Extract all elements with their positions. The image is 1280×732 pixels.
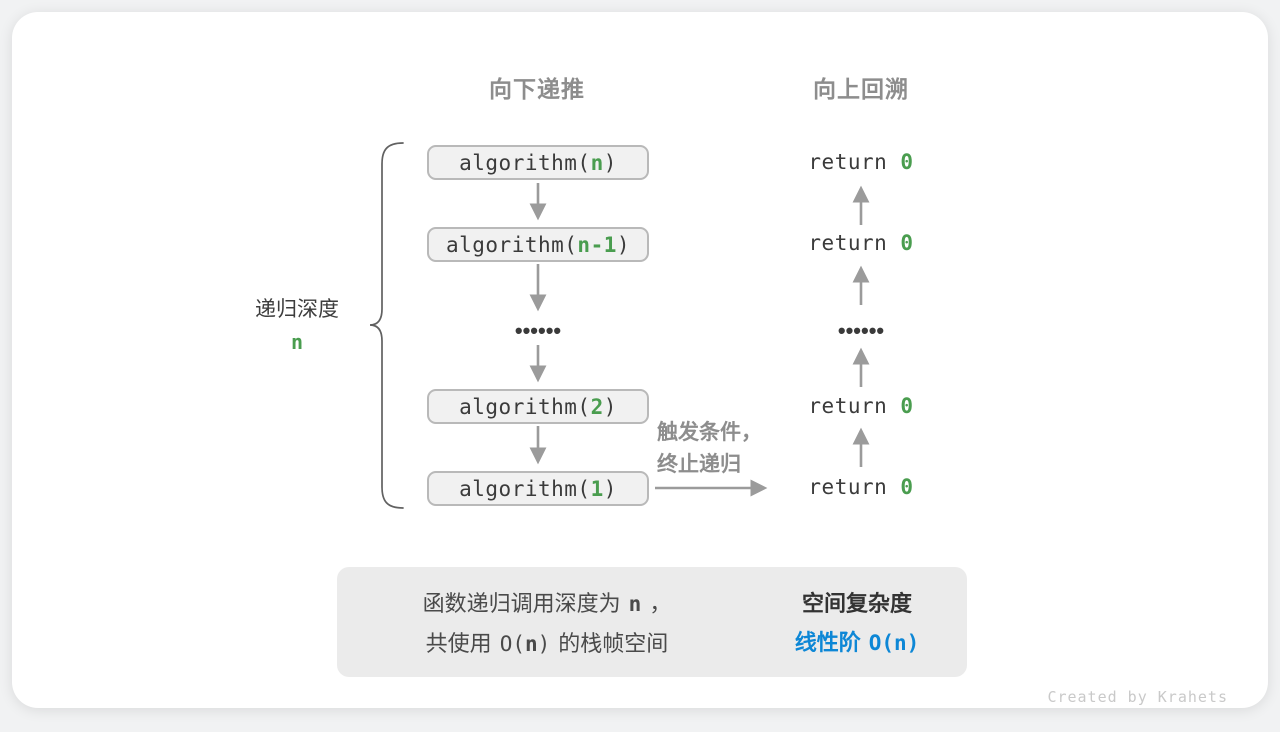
- depth-value: n: [290, 330, 304, 354]
- summary-line2: 共使用 O(n) 的栈帧空间: [362, 624, 732, 664]
- summary-text: 函数递归调用深度为: [422, 591, 621, 616]
- call-arg: 2: [590, 394, 604, 419]
- ellipsis-middle: ••••••: [514, 318, 562, 343]
- return-statement: return 0: [761, 150, 961, 174]
- call-box-n: algorithm(n): [427, 145, 649, 180]
- column-header-descend: 向下递推: [489, 76, 585, 102]
- return-value: 0: [900, 394, 914, 418]
- return-statement: return 0: [761, 394, 961, 418]
- space-complexity-value: 线性阶 O(n): [762, 623, 952, 663]
- summary-text: 共使用: [425, 631, 492, 656]
- call-text: algorithm(: [445, 232, 578, 257]
- return-value: 0: [900, 475, 914, 499]
- call-box-1: algorithm(1): [427, 471, 649, 506]
- summary-expr: O(: [499, 632, 525, 656]
- ellipsis-right: ••••••: [837, 318, 885, 343]
- summary-expr: ): [537, 632, 551, 656]
- space-complexity-title: 空间复杂度: [801, 591, 912, 616]
- call-text: ): [603, 476, 617, 501]
- summary-var: n: [628, 592, 642, 616]
- recursion-depth-label: 递归深度 n: [217, 293, 377, 354]
- call-box-n-1: algorithm(n-1): [427, 227, 649, 262]
- terminate-condition-line2: 终止递归: [657, 453, 741, 476]
- call-text: ): [616, 232, 631, 257]
- summary-text: 的栈帧空间: [558, 631, 669, 656]
- call-arg: n-1: [577, 232, 617, 257]
- complexity-order-label: 线性阶: [794, 630, 861, 655]
- complexity-var: n: [894, 631, 907, 655]
- call-box-2: algorithm(2): [427, 389, 649, 424]
- call-text: ): [603, 394, 617, 419]
- summary-text: ，: [649, 591, 672, 616]
- diagram-card: 向下递推 向上回溯 递归深度 n: [12, 12, 1268, 708]
- summary-line1: 函数递归调用深度为 n ，: [362, 584, 732, 624]
- return-keyword: return: [808, 475, 901, 499]
- return-value: 0: [900, 231, 914, 255]
- column-header-ascend: 向上回溯: [813, 76, 909, 102]
- call-text: ): [603, 150, 617, 175]
- terminate-condition-label: 触发条件， 终止递归: [657, 417, 762, 481]
- summary-var: n: [524, 632, 538, 656]
- return-keyword: return: [808, 150, 901, 174]
- summary-conclusion: 空间复杂度 线性阶 O(n): [762, 584, 952, 663]
- return-statement: return 0: [761, 475, 961, 499]
- return-statement: return 0: [761, 231, 961, 255]
- call-arg: 1: [590, 476, 604, 501]
- return-keyword: return: [808, 394, 901, 418]
- return-value: 0: [900, 150, 914, 174]
- terminate-condition-line1: 触发条件，: [657, 421, 762, 444]
- complexity-expr: O(: [868, 631, 894, 655]
- call-arg: n: [590, 150, 604, 175]
- return-keyword: return: [808, 231, 901, 255]
- complexity-expr: ): [906, 631, 920, 655]
- depth-label-text: 递归深度: [255, 298, 339, 321]
- credit-text: Created by Krahets: [1047, 688, 1228, 706]
- call-text: algorithm(: [459, 150, 591, 175]
- call-text: algorithm(: [459, 476, 591, 501]
- call-text: algorithm(: [459, 394, 591, 419]
